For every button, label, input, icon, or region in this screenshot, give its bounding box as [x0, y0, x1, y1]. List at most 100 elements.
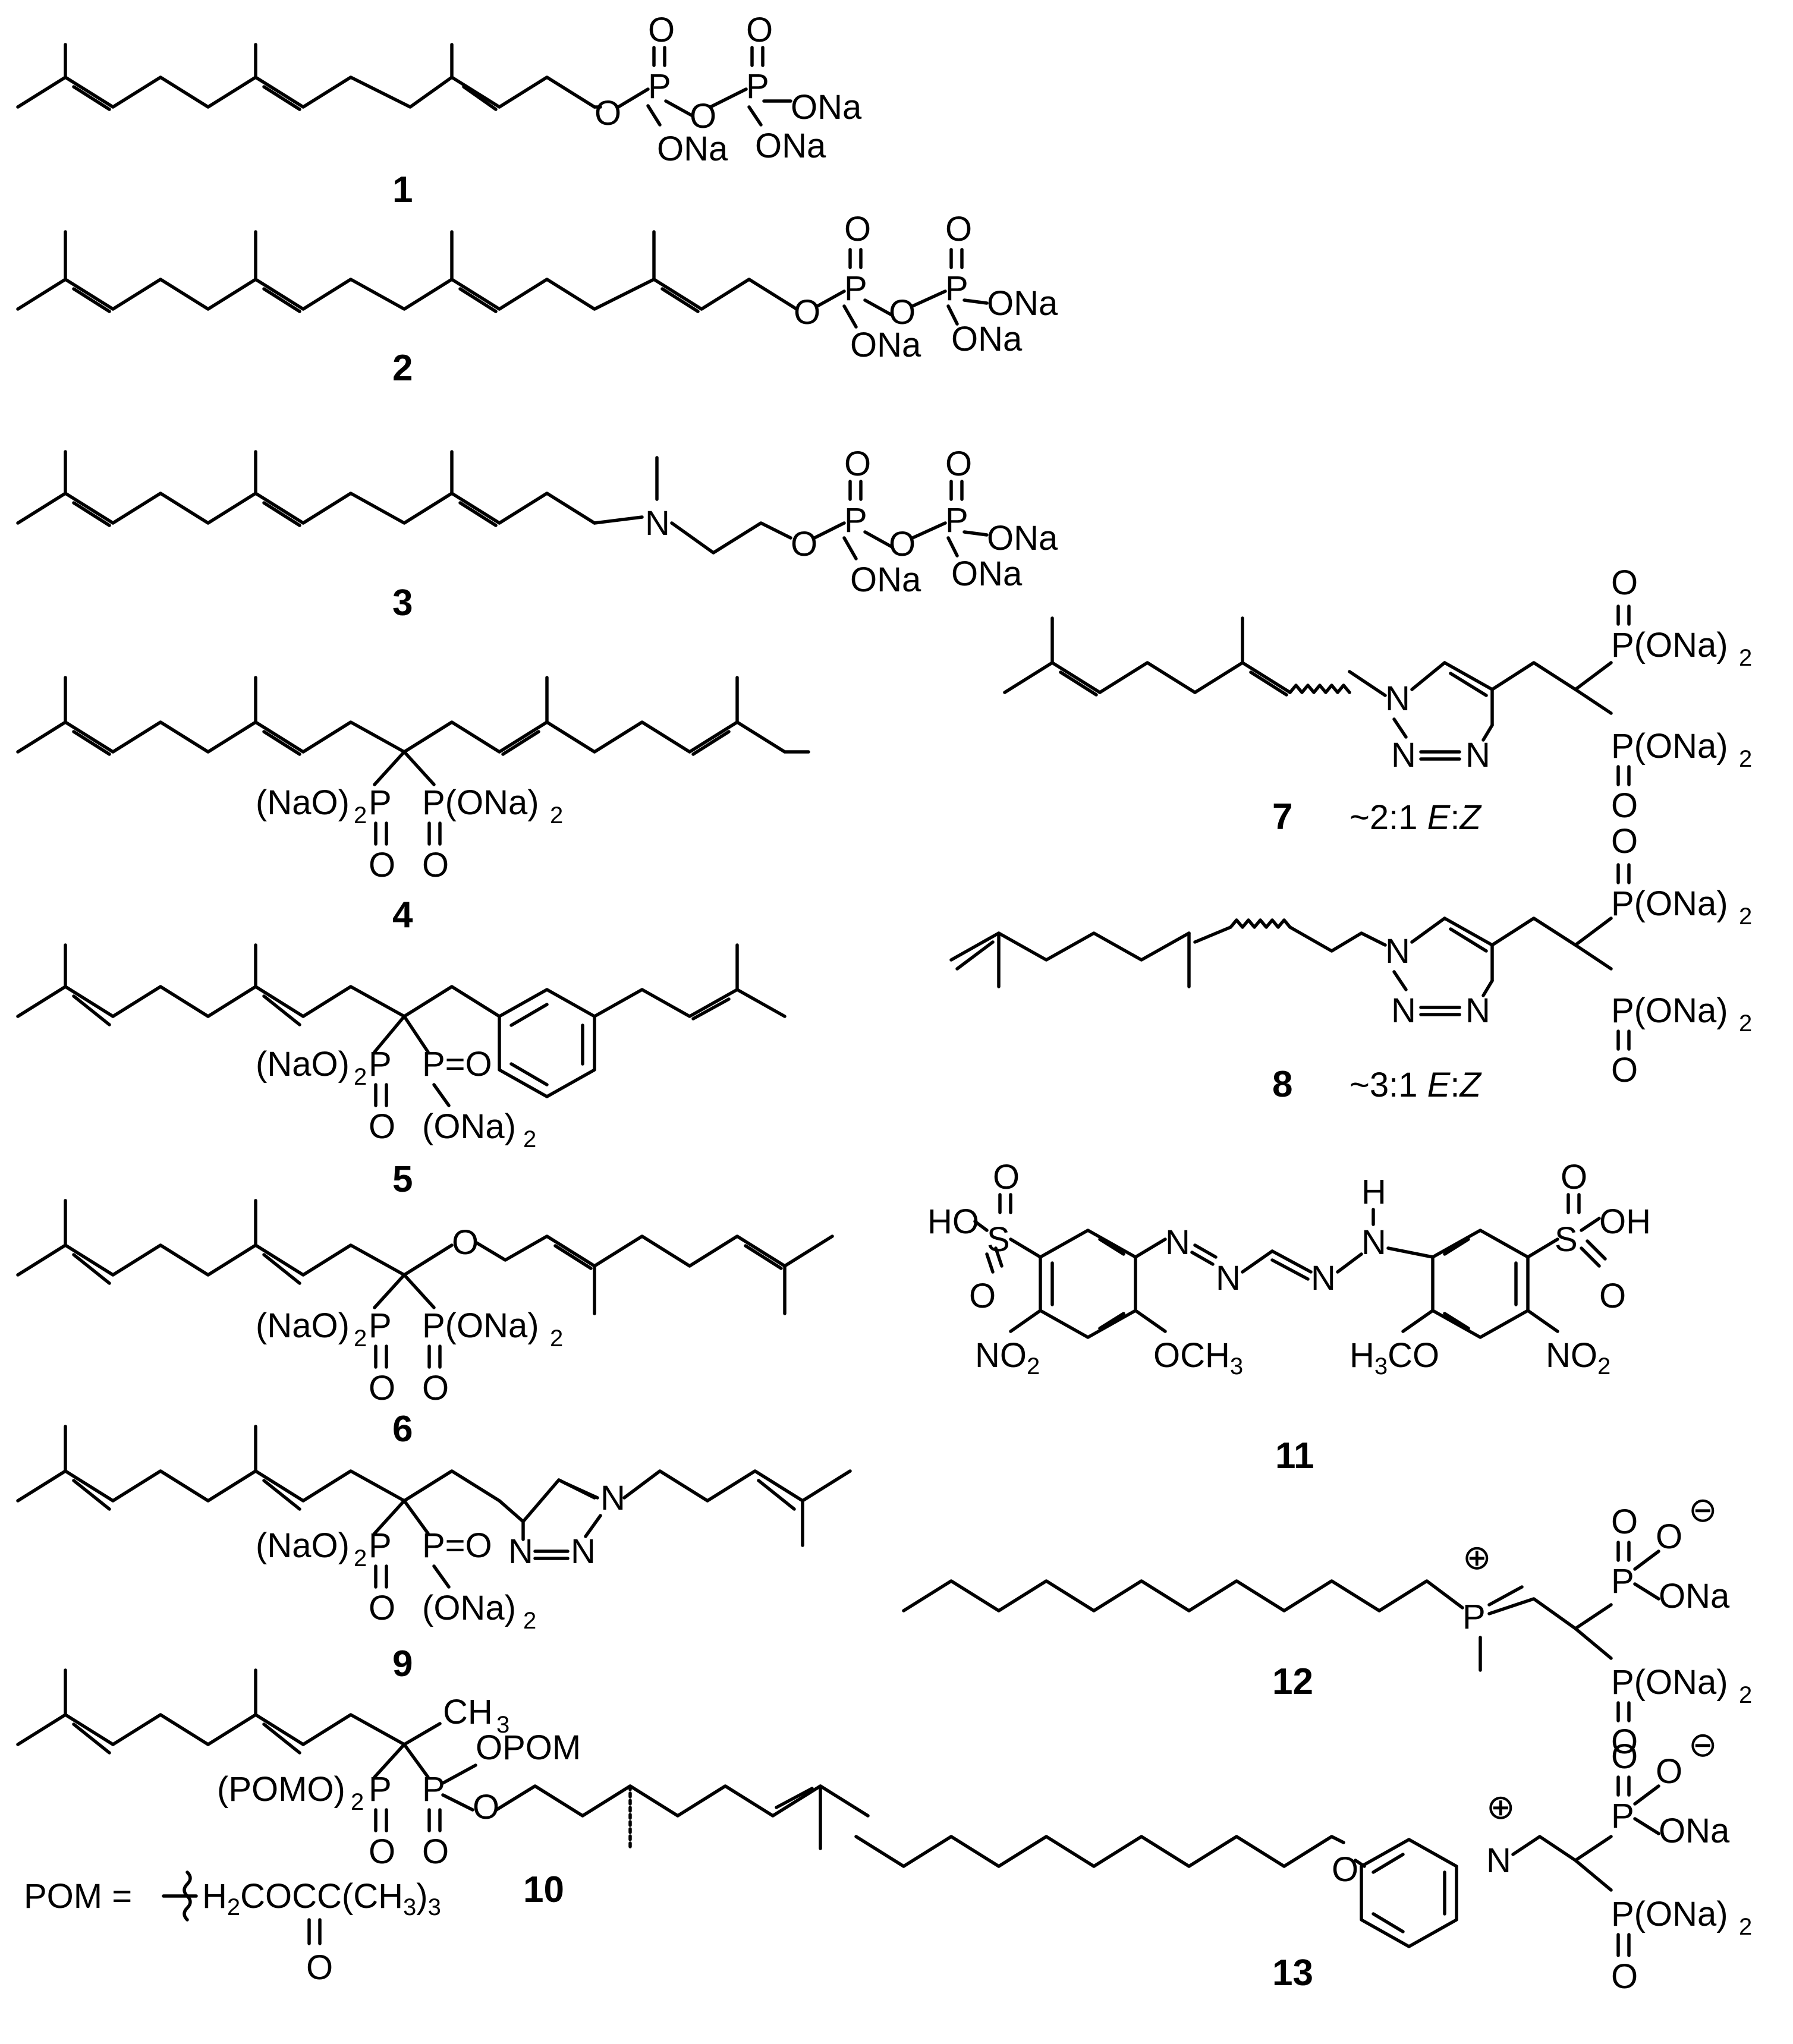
atom-o: O: [369, 1832, 395, 1871]
compound-13: O N ⊕ P O O ⊖ ONa P(ONa) 2 O 13: [854, 1725, 1752, 1996]
sub-2: 2: [354, 802, 367, 829]
atom-h: H: [1361, 1173, 1386, 1211]
charge-minus: ⊖: [1688, 1725, 1717, 1764]
charge-plus: ⊕: [1486, 1788, 1515, 1826]
compound-8: N N N P(ONa) 2 O P(ONa) 2 O 8 ~3:1 E:Z: [949, 822, 1752, 1105]
compound-5: (NaO) 2 P P=O O (ONa) 2 5: [16, 943, 787, 1200]
atom-o: O: [1611, 563, 1638, 602]
atom-ho: HO: [927, 1202, 979, 1241]
atom-pona2: P(ONa): [422, 1306, 539, 1345]
atom-o: O: [1656, 1752, 1682, 1791]
atom-p: P: [945, 501, 968, 540]
compound-number: 9: [392, 1643, 413, 1684]
compound-6: O (NaO) 2 P P(ONa) 2 O O 6: [16, 1199, 834, 1450]
atom-o: O: [1611, 1503, 1638, 1541]
atom-o: O: [690, 97, 716, 136]
compound-number: 12: [1272, 1661, 1313, 1702]
atom-n: N: [1486, 1841, 1511, 1880]
atom-oh: OH: [1599, 1202, 1651, 1241]
atom-p: P: [1611, 1797, 1634, 1835]
compound-number: 1: [392, 169, 413, 210]
sub-2: 2: [354, 1545, 367, 1571]
sub-2: 2: [1739, 746, 1752, 772]
atom-o: O: [422, 1369, 449, 1407]
atom-o: O: [422, 846, 449, 884]
atom-ona: ONa: [951, 320, 1023, 358]
atom-h3co: H3CO: [1350, 1336, 1439, 1380]
isomer-ratio: ~2:1 E:Z: [1350, 798, 1482, 837]
atom-n: N: [1165, 1223, 1190, 1262]
atom-pona2: P(ONa): [1611, 991, 1728, 1030]
atom-o: O: [1611, 1957, 1638, 1996]
atom-o: O: [746, 11, 773, 49]
atom-nao2: (NaO): [256, 1306, 350, 1345]
pom-definition-label: POM =: [24, 1877, 132, 1916]
sub-2: 2: [523, 1608, 536, 1634]
pom-carbonyl-o: O: [306, 1948, 333, 1987]
atom-pona2: P(ONa): [1611, 1895, 1728, 1933]
sub-2: 2: [1739, 645, 1752, 671]
atom-pona2: P(ONa): [1611, 1663, 1728, 1702]
atom-ona: ONa: [755, 127, 826, 165]
compound-number: 11: [1275, 1435, 1314, 1476]
sub-2: 2: [351, 1789, 364, 1815]
sub-2: 2: [550, 1325, 563, 1352]
atom-ona: ONa: [951, 555, 1023, 593]
atom-p: P: [422, 1770, 445, 1809]
atom-p: P: [369, 1526, 392, 1565]
atom-och3: OCH3: [1153, 1336, 1243, 1380]
pom-formula: H2COCC(CH3)3: [202, 1877, 441, 1920]
atom-pona2: P(ONa): [1611, 626, 1728, 664]
compound-4: (NaO) 2 P P(ONa) 2 O O 4: [16, 676, 810, 936]
atom-o: O: [791, 525, 817, 563]
atom-n: N: [645, 504, 670, 543]
atom-o: O: [422, 1832, 449, 1871]
compound-1: O P O O P O ONa ONa ONa 1: [16, 11, 862, 210]
atom-ona: ONa: [657, 130, 728, 168]
atom-o: O: [794, 293, 820, 332]
atom-pona2: P(ONa): [1611, 727, 1728, 766]
atom-pona2: P(ONa): [422, 783, 539, 822]
atom-ona: ONa: [987, 519, 1058, 558]
atom-nao2: (NaO): [256, 783, 350, 822]
atom-p: P: [648, 67, 671, 106]
sub-2: 2: [1739, 903, 1752, 930]
atom-o: O: [993, 1158, 1020, 1196]
atom-o: O: [969, 1277, 996, 1315]
atom-n: N: [1391, 991, 1416, 1030]
atom-ona: ONa: [1659, 1577, 1730, 1615]
atom-o: O: [473, 1788, 499, 1826]
atom-p-eq-o: P=O: [422, 1526, 492, 1565]
atom-o: O: [1611, 786, 1638, 825]
atom-p: P: [945, 269, 968, 308]
compound-3: N O P O O P O ONa ONa ONa 3: [16, 445, 1058, 623]
atom-n: N: [1385, 679, 1410, 718]
atom-o: O: [1599, 1277, 1626, 1315]
compound-number: 13: [1272, 1952, 1313, 1993]
atom-o: O: [1611, 822, 1638, 861]
sub-3: 3: [496, 1712, 509, 1738]
compound-number: 5: [392, 1159, 413, 1200]
sub-2: 2: [550, 802, 563, 829]
compound-10: CH 3 (POMO) 2 P P OPOM O O O 10 POM = H2…: [16, 1668, 870, 1987]
compound-number: 8: [1272, 1064, 1292, 1105]
atom-n: N: [1216, 1259, 1241, 1297]
atom-p: P: [369, 1045, 392, 1084]
atom-p: P: [746, 67, 769, 106]
atom-o: O: [844, 445, 871, 483]
atom-ona2: (ONa): [422, 1107, 516, 1146]
atom-o: O: [889, 293, 916, 332]
sub-2: 2: [354, 1325, 367, 1352]
compound-number: 7: [1272, 796, 1292, 837]
atom-o: O: [1561, 1158, 1587, 1196]
atom-p: P: [844, 269, 867, 308]
atom-o: O: [1611, 1051, 1638, 1089]
sub-2: 2: [1739, 1682, 1752, 1708]
atom-p-eq-o: P=O: [422, 1045, 492, 1084]
compound-number: 4: [392, 895, 413, 936]
atom-o: O: [369, 1589, 395, 1627]
atom-ona: ONa: [850, 560, 921, 599]
atom-o: O: [1656, 1517, 1682, 1556]
